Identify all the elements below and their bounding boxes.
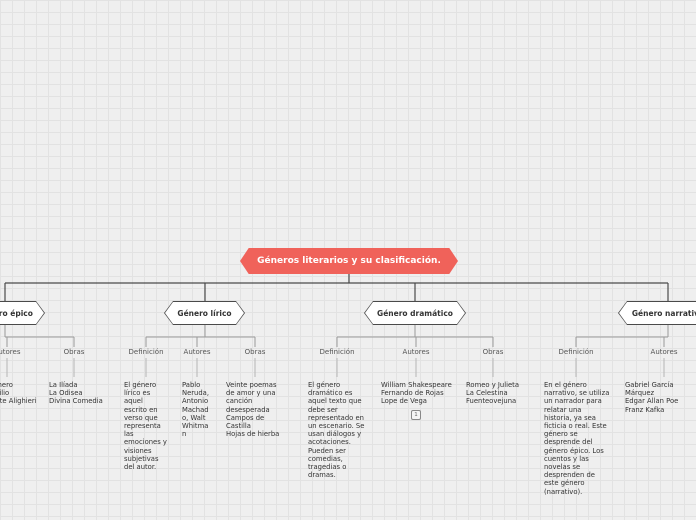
subtopic-label[interactable]: Autores [650,348,678,356]
leaf-text: El género lírico es aquel escrito en ver… [124,381,167,472]
subtopic-label[interactable]: Definición [558,348,594,356]
leaf-text: William Shakespeare Fernando de Rojas Lo… [381,381,452,406]
topic-genero-lirico[interactable]: Género lírico [164,301,245,325]
leaf-text: Veinte poemas de amor y una canción dese… [226,381,280,439]
topic-genero-dramatico[interactable]: Género dramático [364,301,466,325]
leaf-text: Gabriel García Márquez Edgar Allan Poe F… [625,381,679,414]
subtopic-label[interactable]: Obras [63,348,85,356]
topic-label: Género épico [0,308,33,318]
leaf-text: La Ilíada La Odisea Divina Comedia [49,381,103,406]
subtopic-label[interactable]: Autores [402,348,430,356]
root-topic[interactable]: Géneros literarios y su clasificación. [240,248,458,274]
topic-label: Género narrativo [631,308,695,318]
subtopic-label[interactable]: Obras [244,348,266,356]
subtopic-label[interactable]: Autores [183,348,211,356]
leaf-text: En el género narrativo, se utiliza un na… [544,381,610,496]
subtopic-label[interactable]: Obras [482,348,504,356]
subtopic-label[interactable]: Definición [319,348,355,356]
topic-genero-narrativo[interactable]: Género narrativo [618,301,696,325]
topic-label: Género lírico [177,308,232,318]
leaf-text: Homero Virgilio Dante Alighieri [0,381,37,406]
leaf-text: Romeo y Julieta La Celestina Fuenteoveju… [466,381,519,406]
root-topic-label: Géneros literarios y su clasificación. [257,256,441,266]
leaf-text: El género dramático es aquel texto que d… [308,381,365,480]
topic-label: Género dramático [377,308,453,318]
topic-genero-epico[interactable]: Género épico [0,301,45,325]
comment-count-badge[interactable]: 1 [411,410,421,420]
subtopic-label[interactable]: Autores [0,348,21,356]
subtopic-label[interactable]: Definición [128,348,164,356]
leaf-text: Pablo Neruda, Antonio Machad o, Walt Whi… [182,381,210,439]
